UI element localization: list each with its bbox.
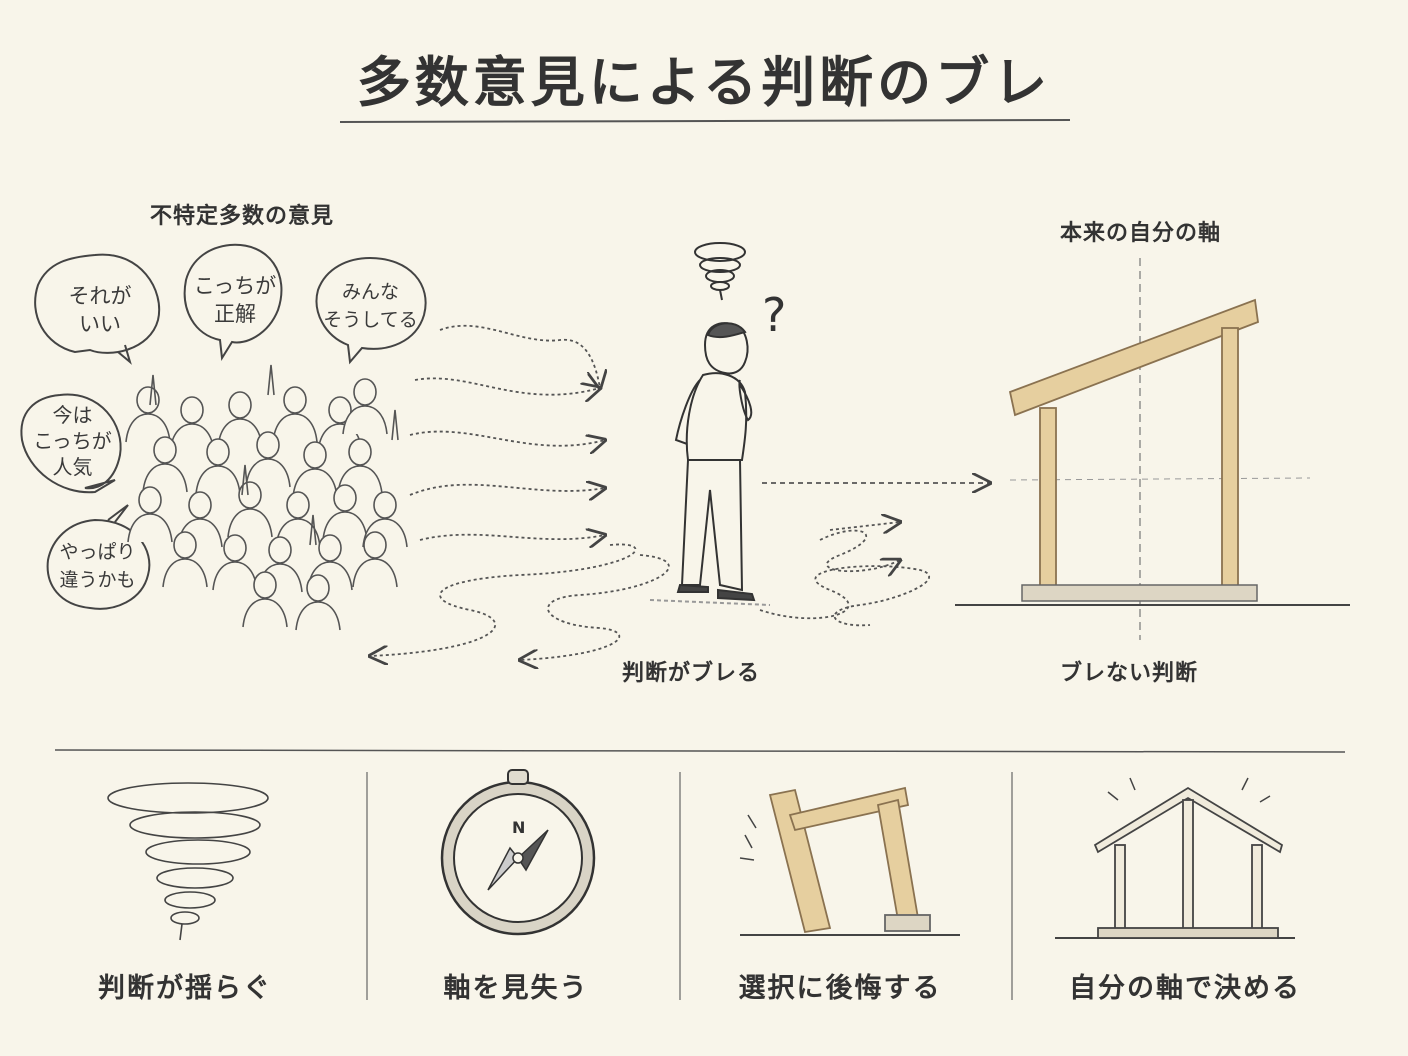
bubble-1-line-2: いい <box>79 312 121 336</box>
bubble-3-line-2: そうしてる <box>323 309 418 331</box>
speech-bubble-5-text: やっぱり 違うかも <box>50 538 145 594</box>
bubble-1 <box>34 253 161 365</box>
title-underline <box>339 119 1071 123</box>
house-frame-icon <box>955 258 1350 640</box>
page-title: 多数意見による判断のブレ <box>356 51 1052 114</box>
crowd-person-body <box>169 423 215 453</box>
compass-icon <box>440 769 596 936</box>
bubble-3-line-1: みんな <box>341 281 399 303</box>
crowd-person-head <box>333 484 357 512</box>
bottom-label-1: 判断が揺らぐ <box>98 973 272 1004</box>
crowd-person-head <box>306 574 330 602</box>
wavy-arrows <box>370 324 930 660</box>
crowd-person-head <box>353 378 377 406</box>
crowd-person-head <box>268 536 292 564</box>
confused-person-icon <box>649 242 771 606</box>
crowd-person-head <box>223 534 247 562</box>
column-dividers <box>366 772 1013 1000</box>
question-mark: ? <box>762 288 788 342</box>
crowd-person-body <box>245 458 291 488</box>
crowd-person-head <box>180 396 204 424</box>
crowd-person-body <box>125 413 171 443</box>
crowd-person-body <box>352 558 398 588</box>
house-frame-small-icon <box>1055 777 1295 939</box>
crowd-person-body <box>292 468 338 498</box>
crowd-person-body <box>195 465 241 495</box>
bottom-label-4: 自分の軸で決める <box>1069 973 1301 1004</box>
speech-bubbles <box>20 243 427 610</box>
crowd-person-body <box>127 513 173 543</box>
crowd-person-head <box>286 491 310 519</box>
raised-hand <box>309 514 317 546</box>
bubble-1-line-1: それが <box>68 284 132 308</box>
person-label: 判断がブレる <box>622 661 761 686</box>
crowd-person-head <box>256 431 280 459</box>
bubble-2 <box>183 243 283 361</box>
crowd-person-head <box>253 571 277 599</box>
crowd-person-head <box>206 438 230 466</box>
crowd-icon <box>125 364 408 631</box>
bubble-5-line-2: 違うかも <box>59 569 136 591</box>
crowd-person-body <box>242 598 288 628</box>
compass-north-label: N <box>512 818 525 837</box>
crowd-person-head <box>153 436 177 464</box>
crowd-person-body <box>212 561 258 591</box>
section-divider <box>54 749 1346 753</box>
crowd-person-body <box>162 558 208 588</box>
raised-hand <box>391 409 399 441</box>
crowd-person-head <box>328 396 352 424</box>
crowd-label: 不特定多数の意見 <box>150 204 335 229</box>
crowd-person-body <box>142 463 188 493</box>
crowd-person-head <box>363 531 387 559</box>
axis-title: 本来の自分の軸 <box>1060 221 1222 246</box>
crowd-person-head <box>283 386 307 414</box>
bubble-4 <box>20 393 122 494</box>
bubble-4-line-3: 人気 <box>52 455 93 479</box>
collapsed-frame-icon <box>739 786 960 936</box>
tornado-icon <box>107 782 269 941</box>
crowd-person-head <box>303 441 327 469</box>
crowd-person-head <box>188 491 212 519</box>
crowd-person-body <box>322 511 368 541</box>
bubble-2-line-1: こっちが <box>193 274 277 298</box>
crowd-person-body <box>295 601 341 631</box>
speech-bubble-3-text: みんな そうしてる <box>318 278 423 334</box>
crowd-person-head <box>238 481 262 509</box>
bubble-4-line-1: 今は <box>52 403 93 427</box>
crowd-person-head <box>228 391 252 419</box>
crowd-person-body <box>342 405 388 435</box>
bottom-label-3: 選択に後悔する <box>738 973 942 1004</box>
axis-label: ブレない判断 <box>1060 661 1199 686</box>
bubble-5 <box>46 504 151 610</box>
speech-bubble-1-text: それが いい <box>55 282 145 338</box>
crowd-person-body <box>272 413 318 443</box>
raised-hand <box>241 464 249 496</box>
raised-hand <box>149 374 157 406</box>
speech-bubble-4-text: 今は こっちが 人気 <box>25 402 120 480</box>
crowd-person-head <box>318 534 342 562</box>
raised-hand <box>267 364 275 396</box>
bubble-2-line-2: 正解 <box>214 302 256 326</box>
crowd-person-head <box>173 531 197 559</box>
bubble-3 <box>315 256 427 365</box>
crowd-person-body <box>217 418 263 448</box>
crowd-person-head <box>373 491 397 519</box>
crowd-person-head <box>138 486 162 514</box>
crowd-person-body <box>227 508 273 538</box>
bubble-4-line-2: こっちが <box>33 429 112 453</box>
speech-bubble-2-text: こっちが 正解 <box>190 272 280 328</box>
bottom-label-2: 軸を見失う <box>443 973 589 1004</box>
bubble-5-line-1: やっぱり <box>59 541 136 563</box>
crowd-person-head <box>136 386 160 414</box>
crowd-person-head <box>348 438 372 466</box>
